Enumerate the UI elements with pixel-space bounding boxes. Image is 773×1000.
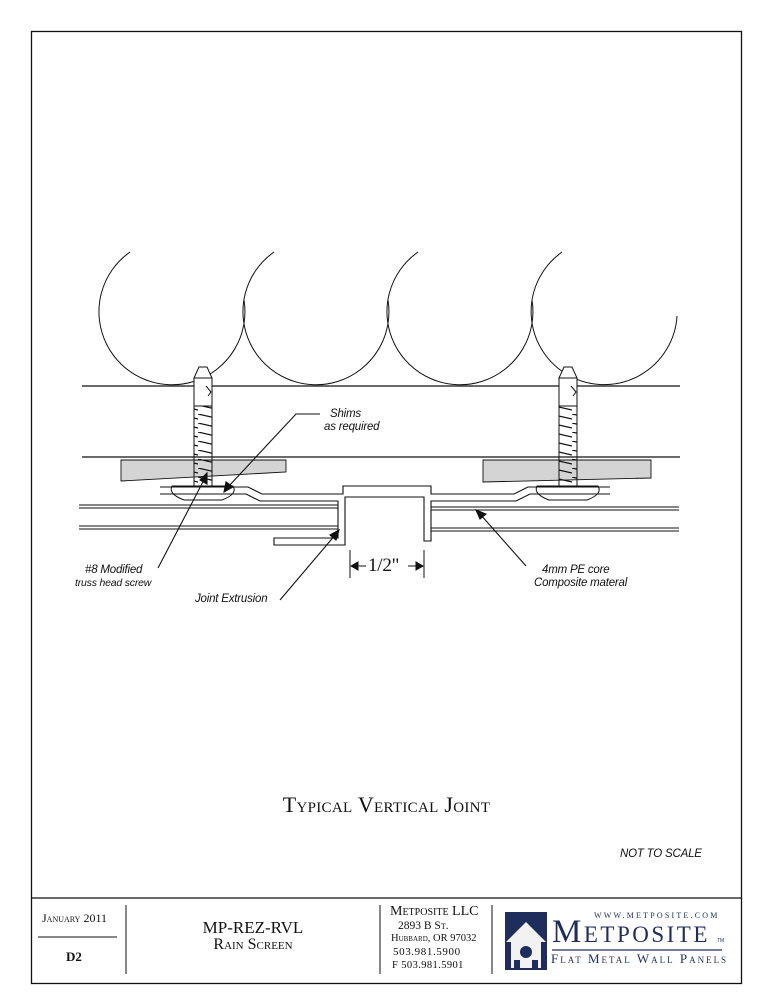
label-composite-line-2: Composite materal (534, 577, 628, 589)
sheet-border (30, 30, 743, 985)
composite-panel-right (431, 506, 679, 532)
logo-building-icon (505, 912, 547, 970)
screw-left (170, 366, 235, 501)
screw-right (535, 366, 600, 501)
label-dimension: 1/2" (368, 555, 400, 576)
insulation-loops (98, 251, 678, 386)
logo-wordmark: Metposite (552, 914, 710, 950)
label-screw-line-1: #8 Modified (85, 564, 143, 576)
drawing-title: Typical Vertical Joint (282, 792, 491, 817)
drawing-code: MP-REZ-RVL (202, 918, 304, 937)
drawing-name: Rain Screen (213, 936, 293, 953)
dimension-half-inch (349, 550, 425, 578)
logo-url[interactable]: WWW.METPOSITE.COM (594, 911, 720, 920)
joint-extrusion (160, 485, 610, 546)
scale-note: NOT TO SCALE (620, 848, 702, 860)
label-shims-line-2: as required (324, 421, 380, 433)
logo-trademark: TM (717, 938, 725, 944)
leader-lines (157, 413, 527, 601)
sheet-number: D2 (66, 949, 82, 964)
label-shims: Shims as required (324, 408, 380, 434)
label-composite-line-1: 4mm PE core (542, 564, 610, 576)
date-cell: January 2011 (42, 911, 108, 925)
logo-tagline: Flat Metal Wall Panels (551, 951, 729, 966)
label-joint-extrusion: Joint Extrusion (195, 593, 268, 605)
company-address-2: Hubbard, OR 97032 (391, 933, 477, 944)
company-fax: F 503.981.5901 (392, 960, 464, 971)
company-address-1: 2893 B St. (398, 920, 449, 932)
company-phone: 503.981.5900 (393, 946, 461, 958)
label-screw-line-2: truss head screw (75, 577, 152, 589)
company-name: Metposite LLC (390, 904, 479, 919)
label-composite: 4mm PE core Composite materal (530, 564, 627, 590)
composite-panel-left (79, 504, 338, 530)
label-screw: #8 Modified truss head screw (75, 564, 151, 590)
label-shims-line-1: Shims (330, 408, 361, 420)
framing-lines (82, 385, 680, 458)
